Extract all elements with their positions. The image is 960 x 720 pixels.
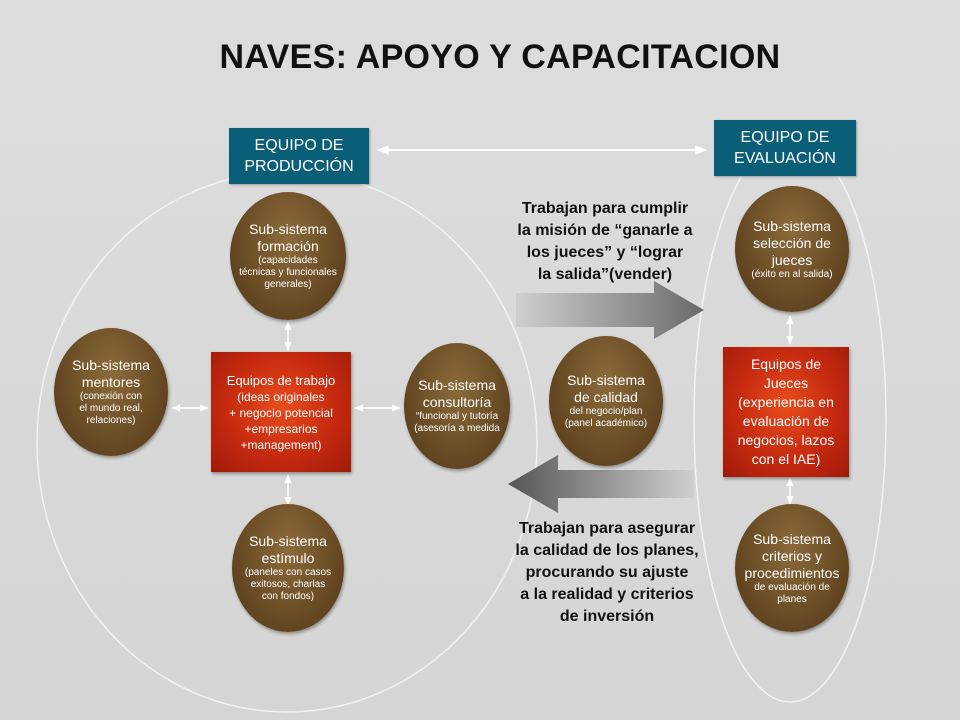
work-teams-heading: Equipos de trabajo bbox=[226, 372, 336, 388]
caption-bottom-line-4: a la realidad y criterios bbox=[520, 586, 694, 603]
formacion-detail-1: (capacidades bbox=[258, 255, 318, 266]
production-team-line-2: PRODUCCIÓN bbox=[244, 158, 354, 175]
seleccion-heading-1: Sub-sistema bbox=[753, 217, 831, 234]
subsystem-criterios: Sub-sistema criterios y procedimientos d… bbox=[735, 504, 849, 632]
caption-top-line-2: la misión de “ganarle a bbox=[517, 222, 693, 239]
caption-bottom-line-5: de inversión bbox=[559, 608, 655, 625]
arrow-left-shape bbox=[508, 455, 694, 513]
mentores-heading-1: Sub-sistema bbox=[72, 357, 150, 373]
consultoria-heading-1: Sub-sistema bbox=[418, 377, 496, 393]
criterios-heading-2: criterios y bbox=[762, 547, 822, 564]
caption-top: Trabajan para cumplir la misión de “gana… bbox=[480, 198, 730, 286]
work-teams-line-1: (ideas originales bbox=[237, 389, 325, 404]
calidad-heading-1: Sub-sistema bbox=[567, 372, 645, 388]
work-teams-line-2: + negocio potencial bbox=[229, 405, 333, 420]
estimulo-heading-1: Sub-sistema bbox=[249, 533, 327, 549]
seleccion-detail-1: (éxito en al salida) bbox=[751, 268, 833, 280]
estimulo-detail-1: (paneles con casos bbox=[244, 567, 332, 578]
work-teams-line-4: +management) bbox=[240, 437, 322, 452]
judges-line-6: con el IAE) bbox=[751, 451, 821, 467]
subsystem-estimulo: Sub-sistema estímulo (paneles con casos … bbox=[232, 504, 344, 632]
subsystem-calidad: Sub-sistema de calidad del negocio/plan … bbox=[549, 336, 663, 466]
criterios-heading-1: Sub-sistema bbox=[753, 530, 831, 547]
judges-line-2: Jueces bbox=[763, 375, 809, 391]
work-teams-box: Equipos de trabajo (ideas originales + n… bbox=[211, 352, 351, 472]
estimulo-detail-3: con fondos) bbox=[261, 591, 315, 602]
calidad-detail-2: (panel académico) bbox=[564, 418, 648, 429]
criterios-heading-3: procedimientos bbox=[744, 564, 840, 581]
mentores-detail-3: relaciones) bbox=[86, 415, 136, 426]
caption-top-line-3: los jueces” y “lograr bbox=[526, 244, 684, 261]
judges-line-1: Equipos de bbox=[750, 356, 822, 372]
evaluation-team-line-2: EVALUACIÓN bbox=[734, 150, 836, 167]
subsystem-mentores: Sub-sistema mentores (conexión con el mu… bbox=[54, 328, 168, 456]
estimulo-heading-2: estímulo bbox=[261, 550, 315, 566]
calidad-detail-1: del negocio/plan bbox=[569, 406, 643, 417]
caption-bottom-line-3: procurando su ajuste bbox=[525, 564, 689, 581]
formacion-detail-3: generales) bbox=[264, 279, 312, 290]
seleccion-heading-2: selección de bbox=[753, 234, 831, 251]
seleccion-heading-3: jueces bbox=[771, 251, 813, 268]
formacion-heading-1: Sub-sistema bbox=[249, 221, 327, 237]
formacion-detail-2: técnicas y funcionales bbox=[239, 267, 337, 278]
consultoria-heading-2: consultoría bbox=[422, 394, 492, 410]
mentores-detail-2: el mundo real, bbox=[79, 403, 143, 414]
judges-teams-box: Equipos de Jueces (experiencia en evalua… bbox=[723, 347, 849, 477]
subsystem-seleccion: Sub-sistema selección de jueces (éxito e… bbox=[735, 186, 849, 312]
caption-bottom: Trabajan para asegurar la calidad de los… bbox=[476, 518, 738, 628]
subsystem-formacion: Sub-sistema formación (capacidades técni… bbox=[230, 192, 346, 320]
formacion-heading-2: formación bbox=[257, 238, 319, 254]
mentores-heading-2: mentores bbox=[81, 374, 141, 390]
production-team-box: EQUIPO DE PRODUCCIÓN bbox=[229, 128, 369, 184]
caption-top-line-4: la salida”(vender) bbox=[537, 266, 673, 283]
criterios-detail-2: planes bbox=[777, 593, 807, 605]
estimulo-detail-2: exitosos, charlas bbox=[250, 579, 326, 590]
caption-bottom-line-1: Trabajan para asegurar bbox=[518, 520, 696, 537]
judges-line-3: (experiencia en bbox=[738, 394, 834, 410]
consultoria-detail-1: “funcional y tutoría bbox=[415, 411, 499, 422]
caption-top-line-1: Trabajan para cumplir bbox=[521, 200, 689, 217]
calidad-heading-2: de calidad bbox=[574, 389, 638, 405]
consultoria-detail-2: (asesoría a medida bbox=[414, 423, 500, 434]
work-teams-line-3: +empresarios bbox=[244, 421, 318, 436]
judges-line-5: negocios, lazos bbox=[737, 432, 835, 448]
evaluation-team-box: EQUIPO DE EVALUACIÓN bbox=[714, 120, 856, 176]
judges-line-4: evaluación de bbox=[742, 413, 830, 429]
subsystem-consultoria: Sub-sistema consultoría “funcional y tut… bbox=[404, 343, 510, 469]
mentores-detail-1: (conexión con bbox=[79, 391, 143, 402]
criterios-detail-1: de evaluación de bbox=[754, 581, 830, 593]
evaluation-team-line-1: EQUIPO DE bbox=[740, 129, 830, 146]
caption-bottom-line-2: la calidad de los planes, bbox=[515, 542, 699, 559]
arrow-right-shape bbox=[516, 281, 704, 339]
production-team-line-1: EQUIPO DE bbox=[254, 137, 344, 154]
page-title: NAVES: APOYO Y CAPACITACION bbox=[219, 38, 781, 76]
